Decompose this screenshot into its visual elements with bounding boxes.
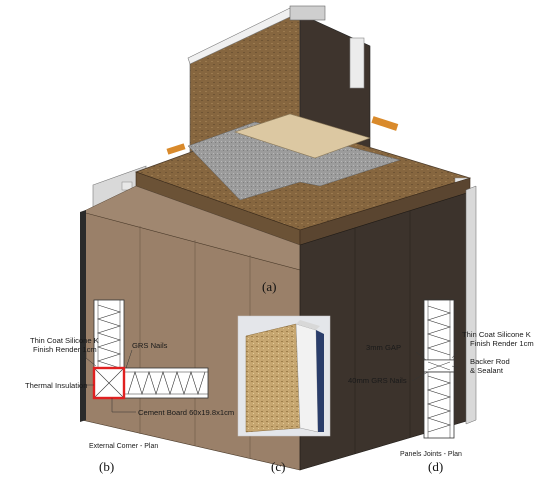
b-render-label-1: Thin Coat Silicone K [30,336,99,345]
plywood-square [234,113,371,159]
timber-block-left [166,143,186,155]
d-backer-label-1: Backer Rod [470,357,510,366]
caption-d: (d) [428,459,444,474]
b-insulation-label: Thermal Insulation [25,381,88,390]
screed-area [187,121,401,201]
caption-a: (a) [262,279,277,294]
d-plan-title: Panels Joints - Plan [400,451,462,458]
timber-block-right [371,116,399,131]
d-render-label-2: Finish Render 1cm [470,339,534,348]
b-render-label-2: Finish Render 1cm [33,345,97,354]
d-render-label-1: Thin Coat Silicone K [462,330,531,339]
d-backer-label-2: & Sealant [470,366,503,375]
window-frame [349,37,365,89]
left-edge-strip [80,210,86,422]
d-gap-label: 3mm GAP [366,343,402,352]
b-plan-title: External Corner - Plan [89,443,159,450]
b-nails-label: GRS Nails [132,341,168,350]
chimney-box [289,5,326,21]
caption-c: (c) [271,459,286,474]
b-cement-board-label: Cement Board 60x19.8x1cm [138,408,235,417]
small-block-left [121,181,133,191]
right-edge-strip [465,185,477,425]
d-nails-label: 40mm GRS Nails [348,376,407,385]
caption-b: (b) [99,459,115,474]
